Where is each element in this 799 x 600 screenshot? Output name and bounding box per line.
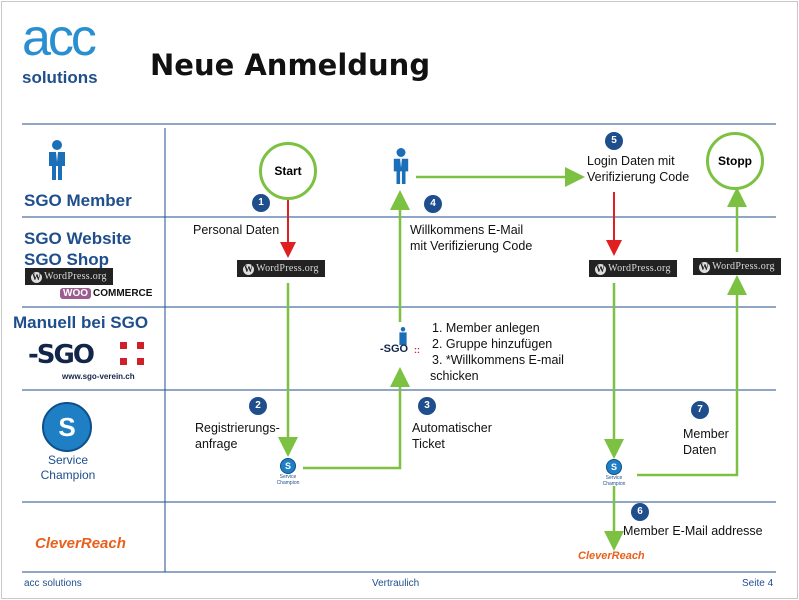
step-number-7: 7	[691, 401, 709, 419]
acc-logo: acc solutions	[22, 12, 98, 88]
step-text-1: Personal Daten	[193, 223, 280, 237]
step-number-4: 4	[424, 195, 442, 213]
step-number-2: 2	[249, 397, 267, 415]
lane-label-shop: SGO Shop	[24, 250, 109, 269]
step-number-3: 3	[418, 397, 436, 415]
footer-center: Vertraulich	[372, 578, 420, 589]
start-node: Start	[259, 142, 317, 200]
logo-tagline: solutions	[22, 68, 98, 87]
cleverreach-node: CleverReach	[578, 550, 645, 562]
stop-node: Stopp	[706, 132, 764, 190]
member-person-icon	[393, 148, 409, 184]
sgo-logo: -SGO www.sgo-verein.ch	[25, 338, 150, 383]
lane-label-member: SGO Member	[24, 191, 132, 210]
step-number-1: 1	[252, 194, 270, 212]
page-title: Neue Anmeldung	[150, 48, 431, 82]
sgo-manual-node: -SGO ::	[378, 327, 426, 365]
step-text-2: Registrierungs-anfrage	[195, 421, 280, 451]
footer-page-number: Seite 4	[742, 578, 774, 589]
lane-label-website: SGO Website	[24, 229, 132, 248]
lane-label-manual: Manuell bei SGO	[13, 313, 149, 332]
service-champion-logo: S	[42, 402, 92, 452]
cleverreach-logo: CleverReach	[35, 535, 126, 552]
logo-brand: acc	[22, 9, 97, 67]
step-number-5: 5	[605, 132, 623, 150]
person-icon	[49, 140, 65, 180]
step-number-6: 6	[631, 503, 649, 521]
footer-left: acc solutions	[24, 578, 82, 589]
step-text-6: Member E-Mail addresse	[623, 524, 763, 538]
